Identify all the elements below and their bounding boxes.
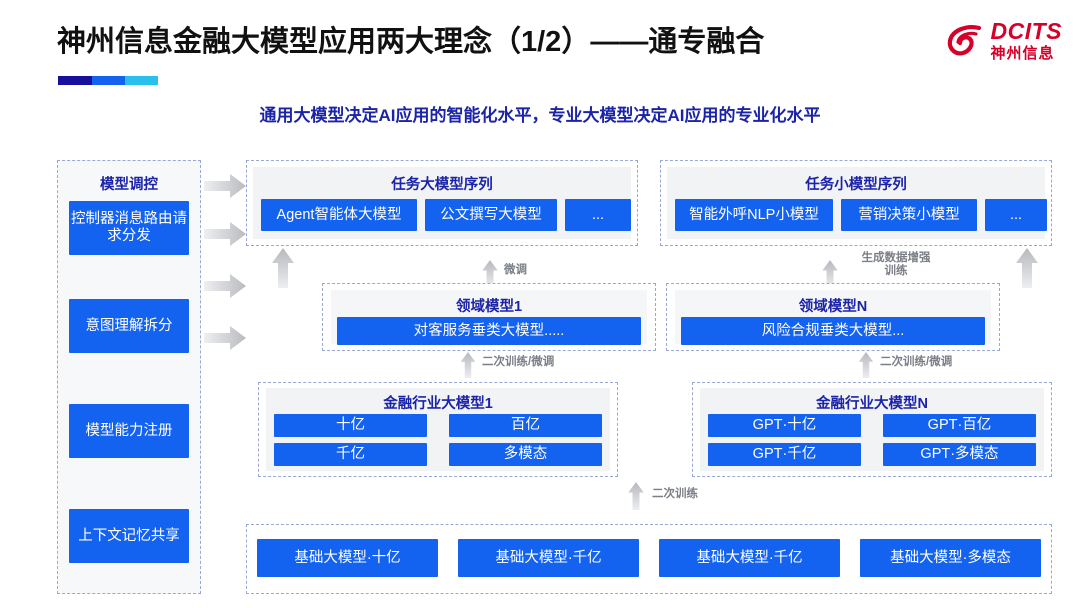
item-label: ... <box>1009 206 1023 223</box>
flow-arrow-up-finetune <box>480 260 500 288</box>
task-small-model-item-more[interactable]: ... <box>985 199 1047 231</box>
item-label: 基础大模型·千亿 <box>696 549 803 566</box>
industry-model-n-panel: 金融行业大模型N GPT·十亿 GPT·百亿 GPT·千亿 GPT·多模态 <box>692 382 1052 477</box>
rail-item-label: 控制器消息路由请求分发 <box>71 211 187 244</box>
flow-arrow-up-small-seq <box>1016 248 1038 288</box>
industry-model-1-title: 金融行业大模型1 <box>383 396 493 412</box>
item-label: 智能外呼NLP小模型 <box>689 206 819 223</box>
flow-arrow-right-2 <box>204 222 246 246</box>
flow-label-retrain-finetune-left: 二次训练/微调 <box>482 356 555 368</box>
task-large-model-item-more[interactable]: ... <box>565 199 631 231</box>
flow-arrow-right-3 <box>204 274 246 298</box>
task-large-model-sequence-title: 任务大模型序列 <box>391 177 493 193</box>
domain-model-n-panel: 领域模型N 风险合规垂类大模型... <box>666 283 1000 351</box>
domain-model-1-title: 领域模型1 <box>455 299 523 315</box>
item-label: 对客服务垂类大模型..... <box>413 322 565 339</box>
base-model-item-multimodal[interactable]: 基础大模型·多模态 <box>860 539 1041 577</box>
item-label: 基础大模型·千亿 <box>495 549 602 566</box>
item-label: 十亿 <box>336 417 365 434</box>
item-label: 公文撰写大模型 <box>440 206 542 223</box>
industry-model-1-item-1000b[interactable]: 千亿 <box>274 443 427 466</box>
flow-label-fine-tune: 微调 <box>504 264 527 276</box>
item-label: 风险合规垂类大模型... <box>761 322 905 339</box>
page-subtitle: 通用大模型决定AI应用的智能化水平，专业大模型决定AI应用的专业化水平 <box>259 106 821 125</box>
industry-model-n-title: 金融行业大模型N <box>816 396 928 412</box>
industry-model-n-item-gpt-10b[interactable]: GPT·十亿 <box>708 414 861 437</box>
rail-item-label: 上下文记忆共享 <box>78 527 180 544</box>
rail-item-controller-routing[interactable]: 控制器消息路由请求分发 <box>69 201 189 255</box>
industry-model-n-item-gpt-multimodal[interactable]: GPT·多模态 <box>883 443 1036 466</box>
flow-arrow-right-4 <box>204 326 246 350</box>
item-label: 百亿 <box>511 417 540 434</box>
flow-arrow-up-retrain-left <box>458 352 478 378</box>
flow-arrow-up-data-augment <box>820 260 840 288</box>
item-label: 基础大模型·多模态 <box>890 549 1011 566</box>
item-label: GPT·百亿 <box>927 417 992 434</box>
industry-model-1-panel: 金融行业大模型1 十亿 百亿 千亿 多模态 <box>258 382 618 477</box>
item-label: 基础大模型·十亿 <box>294 549 401 566</box>
task-small-model-item-marketing[interactable]: 营销决策小模型 <box>841 199 977 231</box>
accent-segment-2 <box>92 76 125 85</box>
base-model-panel: 基础大模型·十亿 基础大模型·千亿 基础大模型·千亿 基础大模型·多模态 <box>246 524 1052 594</box>
task-small-model-item-nlp-outbound[interactable]: 智能外呼NLP小模型 <box>675 199 833 231</box>
title-accent-bar <box>58 76 158 85</box>
item-label: GPT·多模态 <box>920 446 999 463</box>
item-label: GPT·千亿 <box>752 446 817 463</box>
rail-item-label: 意图理解拆分 <box>85 317 173 334</box>
rail-item-context-memory[interactable]: 上下文记忆共享 <box>69 509 189 563</box>
item-label: 多模态 <box>503 446 548 463</box>
accent-segment-1 <box>58 76 92 85</box>
flow-arrow-up-retrain-base <box>626 482 646 510</box>
flow-label-retrain: 二次训练 <box>652 488 698 500</box>
rail-item-label: 模型能力注册 <box>85 422 173 439</box>
flow-label-retrain-finetune-right: 二次训练/微调 <box>880 356 953 368</box>
task-large-model-item-agent[interactable]: Agent智能体大模型 <box>261 199 417 231</box>
item-label: 营销决策小模型 <box>858 206 960 223</box>
task-large-model-sequence-panel: 任务大模型序列 Agent智能体大模型 公文撰写大模型 ... <box>246 160 638 246</box>
flow-arrow-up-agent <box>272 248 294 288</box>
industry-model-n-item-gpt-100b[interactable]: GPT·百亿 <box>883 414 1036 437</box>
domain-model-1-panel: 领域模型1 对客服务垂类大模型..... <box>322 283 656 351</box>
item-label: ... <box>591 206 605 223</box>
flow-label-data-augment: 生成数据增强 训练 <box>861 252 931 278</box>
page-title: 神州信息金融大模型应用两大理念（1/2）——通专融合 <box>57 26 765 58</box>
item-label: Agent智能体大模型 <box>276 206 402 223</box>
rail-item-intent-parsing[interactable]: 意图理解拆分 <box>69 299 189 353</box>
architecture-board: 任务大模型序列 Agent智能体大模型 公文撰写大模型 ... 任务小模型序列 … <box>246 160 1052 594</box>
item-label: 千亿 <box>336 446 365 463</box>
flow-arrow-up-retrain-right <box>856 352 876 378</box>
company-logo: DCITS 神州信息 <box>945 20 1063 61</box>
rail-title: 模型调控 <box>100 177 158 193</box>
rail-item-capability-registry[interactable]: 模型能力注册 <box>69 404 189 458</box>
base-model-item-1000b-a[interactable]: 基础大模型·千亿 <box>458 539 639 577</box>
logo-text-cn: 神州信息 <box>990 45 1055 62</box>
industry-model-n-item-gpt-1000b[interactable]: GPT·千亿 <box>708 443 861 466</box>
industry-model-1-item-10b[interactable]: 十亿 <box>274 414 427 437</box>
domain-model-n-title: 领域模型N <box>798 299 868 315</box>
flow-arrow-right-1 <box>204 174 246 198</box>
task-small-model-sequence-panel: 任务小模型序列 智能外呼NLP小模型 营销决策小模型 ... <box>660 160 1052 246</box>
model-control-rail: 模型调控 控制器消息路由请求分发 意图理解拆分 模型能力注册 上下文记忆共享 <box>57 160 201 594</box>
item-label: GPT·十亿 <box>752 417 817 434</box>
base-model-item-1000b-b[interactable]: 基础大模型·千亿 <box>659 539 840 577</box>
industry-model-1-item-multimodal[interactable]: 多模态 <box>449 443 602 466</box>
domain-model-n-item[interactable]: 风险合规垂类大模型... <box>681 317 985 345</box>
task-large-model-item-document[interactable]: 公文撰写大模型 <box>425 199 557 231</box>
logo-text-en: DCITS <box>990 18 1062 44</box>
dcits-swirl-icon <box>945 21 985 61</box>
industry-model-1-item-100b[interactable]: 百亿 <box>449 414 602 437</box>
base-model-item-10b[interactable]: 基础大模型·十亿 <box>257 539 438 577</box>
task-small-model-sequence-title: 任务小模型序列 <box>805 177 907 193</box>
domain-model-1-item[interactable]: 对客服务垂类大模型..... <box>337 317 641 345</box>
accent-segment-3 <box>125 76 158 85</box>
